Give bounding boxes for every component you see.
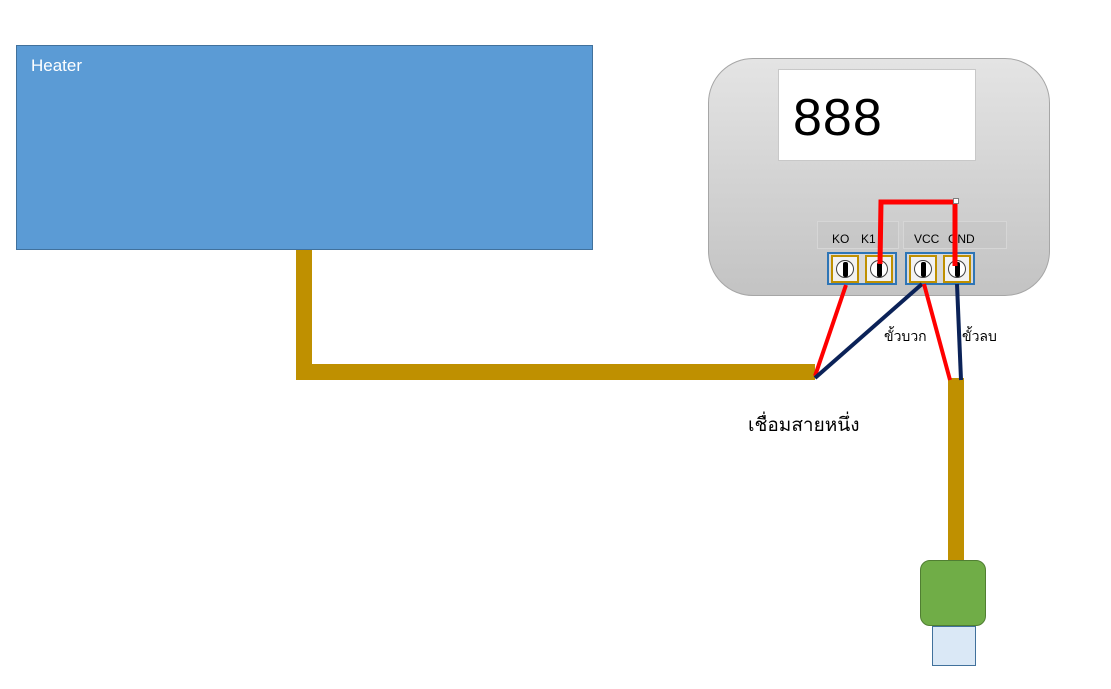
- relay-label-strip: [817, 221, 899, 249]
- wire-vcc-red: [922, 283, 952, 381]
- heater-cable: [296, 250, 815, 380]
- terminal-screw-k0: [831, 255, 859, 283]
- jumper-wire: [877, 199, 958, 266]
- display-value: 888: [793, 89, 883, 147]
- heater-block: Heater: [16, 45, 593, 250]
- jumper-pin: [953, 198, 959, 204]
- screw-icon: [914, 260, 932, 278]
- wire-k0-red: [813, 284, 848, 377]
- label-join: เชื่อมสายหนึ่ง: [748, 414, 860, 436]
- temperature-probe-tip: [932, 626, 976, 666]
- wire-gnd-navy: [955, 283, 963, 381]
- label-positive: ขั้วบวก: [884, 329, 927, 345]
- temperature-probe-body: [920, 560, 986, 626]
- wire-vcc-navy: [813, 282, 924, 380]
- terminal-label-vcc: VCC: [914, 232, 940, 246]
- controller-display: 888: [778, 69, 976, 161]
- screw-icon: [836, 260, 854, 278]
- heater-label: Heater: [31, 56, 83, 75]
- label-negative: ขั้วลบ: [962, 329, 997, 345]
- terminal-label-k0: KO: [832, 232, 850, 246]
- terminal-label-k1: K1: [861, 232, 876, 246]
- terminal-screw-vcc: [909, 255, 937, 283]
